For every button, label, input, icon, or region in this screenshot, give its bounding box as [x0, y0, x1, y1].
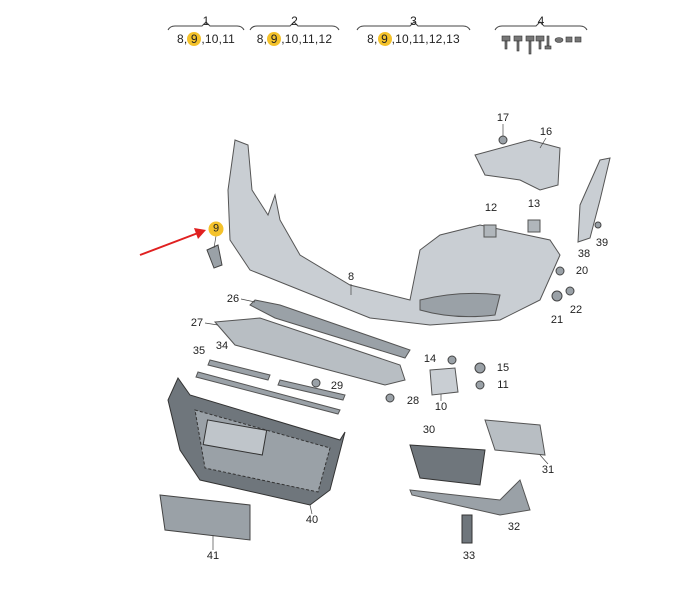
part-label-highlighted: 9: [208, 221, 224, 237]
trim-35: [195, 371, 341, 415]
group-1: 1 8,9,10,11: [168, 14, 244, 46]
part-33: [461, 514, 473, 544]
part-label: 35: [192, 345, 206, 357]
screw-11: [475, 380, 485, 390]
guide-38: [577, 157, 611, 243]
screw-20: [555, 266, 565, 276]
group-2-brace: [249, 21, 340, 31]
group-1-brace: [167, 21, 245, 31]
group-4-screws-icon: [501, 35, 582, 55]
screw-39: [594, 221, 602, 229]
screw-28: [385, 393, 395, 403]
part-label: 39: [595, 237, 609, 249]
trim-34b: [277, 379, 346, 401]
group-1-items: 8,9,10,11: [176, 32, 236, 46]
trim-34: [207, 359, 271, 381]
trim-32: [409, 479, 531, 516]
part-12-clip: [483, 224, 497, 238]
arrow-head-icon: [194, 228, 206, 239]
part-label: 32: [507, 521, 521, 533]
part-label: 27: [190, 317, 204, 329]
group-3-items: 8,9,10,11,12,13: [367, 32, 460, 46]
part-label: 33: [462, 550, 476, 562]
part-label: 12: [484, 202, 498, 214]
part-label: 10: [434, 401, 448, 413]
group-2-items: 8,9,10,11,12: [256, 32, 333, 46]
part-label: 14: [423, 353, 437, 365]
screw-17: [498, 135, 508, 145]
underbody-27: [213, 317, 406, 386]
part-label: 31: [541, 464, 555, 476]
part-label: 30: [422, 424, 436, 436]
clip-14: [447, 355, 457, 365]
screw-22: [565, 286, 575, 296]
bumper-cover: [227, 139, 561, 326]
part-label: 17: [496, 112, 510, 124]
part-label: 34: [215, 340, 229, 352]
pointer-arrow: [139, 232, 199, 256]
screw-29: [311, 378, 321, 388]
clip-21: [551, 290, 563, 302]
part-label: 41: [206, 550, 220, 562]
grille-30: [409, 444, 486, 486]
part-label: 38: [577, 248, 591, 260]
part-label: 15: [496, 362, 510, 374]
clip-15: [474, 362, 486, 374]
part-label: 8: [347, 271, 355, 283]
part-label: 26: [226, 293, 240, 305]
part-label: 29: [330, 380, 344, 392]
part-label: 28: [406, 395, 420, 407]
group-3-brace: [356, 21, 471, 31]
cap-10: [429, 367, 459, 396]
part-label: 21: [550, 314, 564, 326]
group-4: 4: [537, 14, 545, 28]
part-label: 11: [497, 379, 509, 391]
group-3: 3 8,9,10,11,12,13: [357, 14, 470, 46]
part-label: 40: [305, 514, 319, 526]
part-label: 22: [569, 304, 583, 316]
group-4-brace: [494, 21, 588, 31]
cover-31: [484, 419, 546, 456]
license-plate-bracket-41: [159, 494, 251, 541]
part-13-clip: [527, 219, 541, 233]
bracket-16: [474, 139, 561, 191]
part-label: 13: [527, 198, 541, 210]
part-label: 16: [539, 126, 553, 138]
group-2: 2 8,9,10,11,12: [250, 14, 339, 46]
part-label: 20: [575, 265, 589, 277]
bracket-9: [206, 244, 223, 269]
spoiler-26: [249, 299, 411, 359]
